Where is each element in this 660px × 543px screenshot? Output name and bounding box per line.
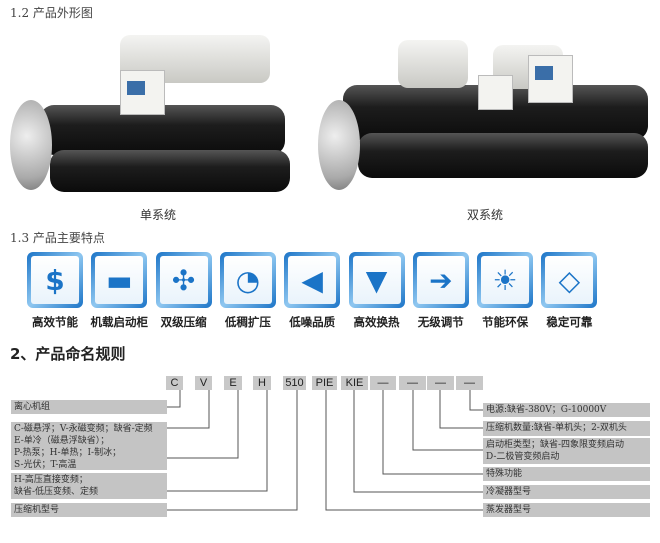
dollar-icon: $ bbox=[45, 263, 65, 297]
right-label: 压缩机数量:缺省-单机头；2-双机头 bbox=[483, 421, 650, 436]
single-system-chiller-image bbox=[10, 25, 300, 205]
feature-tile: ✣ bbox=[155, 252, 212, 308]
feature-label: 低稠扩压 bbox=[224, 315, 271, 329]
speaker-volume-down-icon: ◀ bbox=[301, 263, 323, 297]
label-line: 冷凝器型号 bbox=[486, 487, 532, 497]
feature-tile: ◀ bbox=[284, 252, 341, 308]
feature-label: 高效换热 bbox=[353, 315, 400, 329]
onboard-cabinet-icon: ▬ bbox=[106, 263, 133, 297]
label-line: 压缩机数量:缺省-单机头；2-双机头 bbox=[486, 423, 627, 433]
label-line: 压缩机型号 bbox=[14, 505, 60, 515]
code-segment: — bbox=[370, 376, 396, 390]
code-segment: — bbox=[456, 376, 483, 390]
label-line: 离心机组 bbox=[14, 402, 51, 412]
left-label: C-磁悬浮；V-永磁变频；缺省-定频 bbox=[11, 422, 167, 436]
diamond-icon: ◇ bbox=[558, 263, 581, 297]
left-label: 压缩机型号 bbox=[11, 503, 167, 517]
feature-label: 节能环保 bbox=[482, 315, 529, 329]
feature-tile: $ bbox=[27, 252, 83, 308]
code-segment: — bbox=[427, 376, 454, 390]
code-segment: C bbox=[166, 376, 183, 390]
right-label: 冷凝器型号 bbox=[483, 485, 650, 499]
left-label: H-高压直接变频； 缺省-低压变频、定频 bbox=[11, 473, 167, 499]
connector-line bbox=[469, 390, 483, 411]
feature-label: 高效节能 bbox=[32, 315, 78, 329]
feature-label: 稳定可靠 bbox=[546, 315, 593, 329]
code-segment: PIE bbox=[312, 376, 337, 390]
feature-tile: ➔ bbox=[412, 252, 469, 308]
connector-line bbox=[325, 390, 483, 511]
label-line: 电源:缺省-380V；G-10000V bbox=[486, 405, 607, 415]
label-line: P-热泵；H-单热；I-制冰； bbox=[14, 448, 122, 458]
feature-label: 低噪品质 bbox=[289, 315, 336, 329]
two-stage-impeller-icon: ✣ bbox=[171, 263, 196, 297]
label-line: D-二极管变频启动 bbox=[486, 452, 560, 462]
label-line: C-磁悬浮；V-永磁变频；缺省-定频 bbox=[14, 424, 153, 434]
section-title-features: 1.3 产品主要特点 bbox=[10, 231, 105, 245]
right-label: 启动柜类型；缺省-四象限变频启动 D-二极管变频启动 bbox=[483, 438, 650, 464]
label-line: 特殊功能 bbox=[486, 469, 523, 479]
connector-line bbox=[167, 390, 239, 459]
single-system-caption: 单系统 bbox=[140, 208, 177, 222]
feature-tile: ▼ bbox=[348, 252, 405, 308]
feature-label: 机载启动柜 bbox=[90, 315, 149, 329]
connector-line bbox=[167, 390, 268, 492]
feature-tile: ◇ bbox=[541, 252, 598, 308]
code-segment: — bbox=[399, 376, 426, 390]
label-line: H-高压直接变频； bbox=[14, 475, 88, 485]
connector-line bbox=[382, 390, 483, 475]
code-segment: E bbox=[224, 376, 242, 390]
connector-line bbox=[412, 390, 483, 451]
feature-label: 双级压缩 bbox=[160, 315, 207, 329]
connector-line bbox=[439, 390, 483, 429]
section-title-appearance: 1.2 产品外形图 bbox=[10, 6, 93, 20]
code-segment: V bbox=[195, 376, 212, 390]
label-line: 缺省-低压变频、定频 bbox=[14, 487, 99, 497]
connector-line bbox=[167, 390, 210, 429]
sun-globe-icon: ☀ bbox=[492, 263, 518, 297]
connector-line bbox=[167, 390, 298, 511]
right-label: 特殊功能 bbox=[483, 467, 650, 481]
dual-system-caption: 双系统 bbox=[467, 208, 504, 222]
label-line: 蒸发器型号 bbox=[486, 505, 532, 515]
feature-tile: ◔ bbox=[219, 252, 276, 308]
feature-tile: ▬ bbox=[91, 252, 148, 308]
code-segment: H bbox=[253, 376, 271, 390]
gauge-icon: ◔ bbox=[235, 263, 261, 297]
right-label: 蒸发器型号 bbox=[483, 503, 650, 517]
connector-line bbox=[353, 390, 483, 493]
label-line: 启动柜类型；缺省-四象限变频启动 bbox=[486, 440, 625, 450]
left-label: E-单冷（磁悬浮缺省）； P-热泵；H-单热；I-制冰； S-光伏；T-高温 bbox=[11, 434, 167, 470]
right-label: 电源:缺省-380V；G-10000V bbox=[483, 403, 650, 417]
heat-exchange-icon: ▼ bbox=[365, 263, 388, 297]
label-line: S-光伏；T-高温 bbox=[14, 460, 77, 470]
label-line: E-单冷（磁悬浮缺省）； bbox=[14, 436, 110, 446]
valve-arrow-icon: ➔ bbox=[429, 263, 453, 297]
section-title-naming-rules: 2、产品命名规则 bbox=[10, 345, 126, 363]
code-segment: 510 bbox=[283, 376, 306, 390]
feature-tile: ☀ bbox=[477, 252, 534, 308]
feature-label: 无级调节 bbox=[417, 315, 464, 329]
dual-system-chiller-image bbox=[318, 25, 653, 205]
connector-line bbox=[167, 390, 181, 408]
code-segment: KIE bbox=[341, 376, 368, 390]
left-label: 离心机组 bbox=[11, 400, 167, 414]
